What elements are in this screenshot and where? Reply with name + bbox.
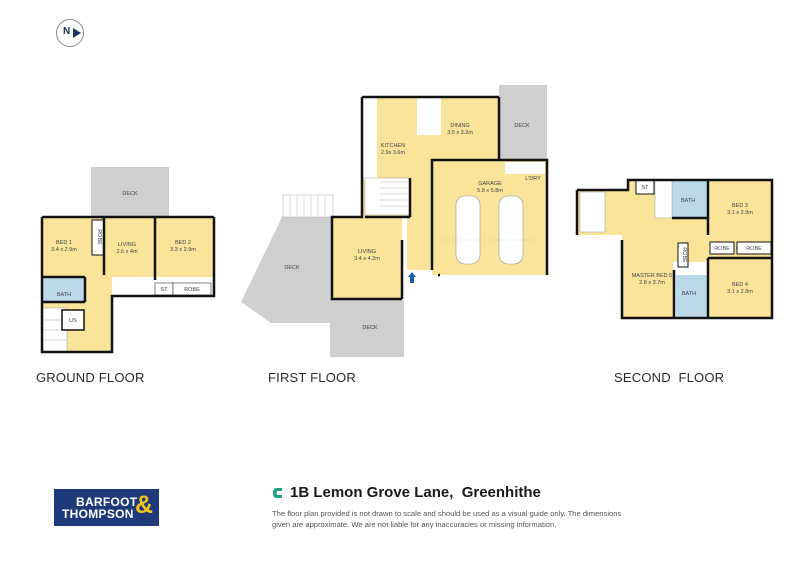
room-label: GARAGE <box>478 181 502 187</box>
property-address: 1B Lemon Grove Lane, Greenhithe <box>290 484 541 501</box>
brand-name-line2: THOMPSON <box>62 507 134 521</box>
room-label: ROBE <box>714 246 730 252</box>
floor-plans: DECK BED 1 3.4 x 2.9m ROBE LIVING 2.6 x … <box>40 85 774 357</box>
brand-ampersand: & <box>135 491 154 519</box>
bath-area <box>676 275 708 318</box>
room-label: DECK <box>122 191 138 197</box>
first-floor-plan: DINING 3.5 x 3.2m DECK KITCHEN 2.9x 3.6m… <box>241 85 549 357</box>
room-label: ROBE <box>746 246 762 252</box>
second-floor-plan: ST BATH BED 3 3.1 x 2.9m ROBE ROBE ROBE … <box>575 178 774 320</box>
floor-label-first: FIRST FLOOR <box>268 370 356 385</box>
deck-area <box>499 85 547 160</box>
bath-area <box>42 277 85 302</box>
room-size: 3.1 x 2.9m <box>727 210 753 216</box>
room-size: 5.8 x 5.8m <box>477 188 503 194</box>
room-label: BED 3 <box>732 203 748 209</box>
room-size: 3.4 x 4.2m <box>354 256 380 262</box>
room-label: L'DRY <box>525 176 541 182</box>
room-size: 2.6 x 4m <box>116 249 138 255</box>
room-label: BED 2 <box>175 240 191 246</box>
brand-logo: BARFOOT THOMPSON & <box>54 489 159 526</box>
room-label: US <box>69 318 77 324</box>
room-label: ROBE <box>96 229 102 245</box>
room-label: BED 1 <box>56 240 72 246</box>
room-size: 2.8 x 3.7m <box>639 280 665 286</box>
deck-area <box>241 215 332 323</box>
north-compass: N <box>56 19 84 47</box>
floor-label-ground: GROUND FLOOR <box>36 370 145 385</box>
room-label: DECK <box>514 123 530 129</box>
room-label: BED 4 <box>732 282 748 288</box>
deck-area <box>330 300 404 357</box>
room-label: LIVING <box>358 249 376 255</box>
room-label: ROBE <box>184 287 200 293</box>
room-label: BATH <box>682 291 696 297</box>
location-icon <box>273 488 282 498</box>
room-label: KITCHEN <box>381 143 405 149</box>
room-label: DECK <box>362 325 378 331</box>
room-size: 3.3 x 2.9m <box>170 247 196 253</box>
room-size: 3.1 x 2.8m <box>727 289 753 295</box>
brand-name-line1: BARFOOT <box>76 495 138 509</box>
room-size: 2.9x 3.6m <box>381 150 406 156</box>
room-label: ST <box>641 185 649 191</box>
disclaimer-text: The floor plan provided is not drawn to … <box>272 509 622 529</box>
deck-area <box>91 167 169 217</box>
room-label: LIVING <box>118 242 136 248</box>
compass-letter: N <box>63 26 71 37</box>
room-label: DECK <box>284 265 300 271</box>
ground-floor-plan: DECK BED 1 3.4 x 2.9m ROBE LIVING 2.6 x … <box>40 167 216 354</box>
room-label: ST <box>160 287 168 293</box>
bath-area <box>672 180 708 218</box>
room-label: MASTER BED 5 <box>632 273 672 279</box>
room-label: DINING <box>450 123 469 129</box>
floor-label-second: SECOND FLOOR <box>614 370 725 385</box>
car-icon <box>455 195 524 265</box>
north-arrow-icon <box>73 28 81 38</box>
entry-arrow-icon <box>408 272 416 283</box>
room-size: 3.5 x 3.2m <box>447 130 473 136</box>
room-label: BATH <box>57 292 71 298</box>
room-size: 3.4 x 2.9m <box>51 247 77 253</box>
room-label: ROBE <box>681 247 687 263</box>
room-label: BATH <box>681 198 695 204</box>
